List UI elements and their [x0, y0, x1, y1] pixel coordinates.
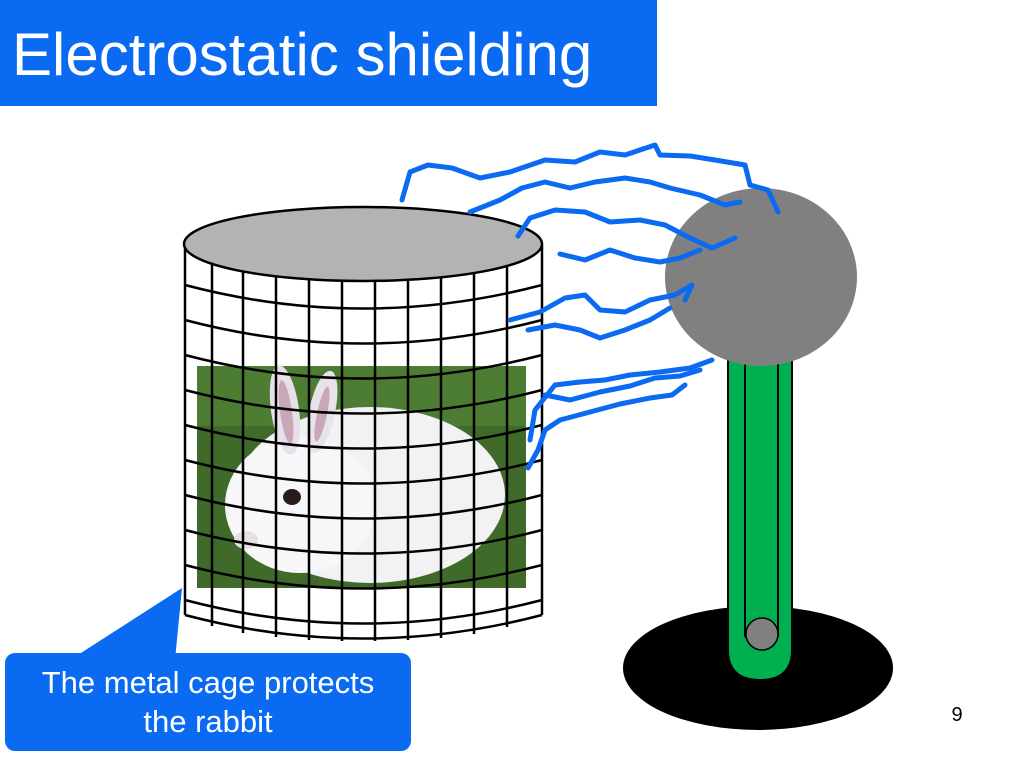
slide-number: 9: [951, 704, 963, 726]
title-bar: Electrostatic shielding: [0, 0, 657, 106]
spark-6: [525, 305, 673, 341]
generator-dome: [665, 188, 857, 366]
lower-roller: [745, 617, 779, 651]
cage-vertical-bars: [183, 244, 544, 641]
callout-pointer: [70, 588, 182, 660]
cage-horizontal-rings: [184, 283, 543, 640]
callout-line-1: The metal cage protects: [41, 665, 375, 700]
spark-8: [542, 367, 703, 403]
spark-9: [525, 382, 688, 471]
spark-1: [399, 142, 781, 215]
callout-line-2: the rabbit: [143, 704, 273, 739]
metal-cage: [182, 205, 544, 641]
callout-box: The metal cage protects the rabbit: [5, 653, 411, 751]
slide-title: Electrostatic shielding: [12, 21, 593, 88]
spark-2: [467, 175, 743, 215]
rabbit-photo: [197, 365, 526, 588]
spark-7: [527, 357, 715, 443]
spark-4: [557, 247, 703, 265]
spark-3: [515, 207, 738, 251]
cage-lid: [182, 205, 544, 283]
spark-5: [507, 282, 695, 323]
electric-sparks: [399, 142, 781, 471]
